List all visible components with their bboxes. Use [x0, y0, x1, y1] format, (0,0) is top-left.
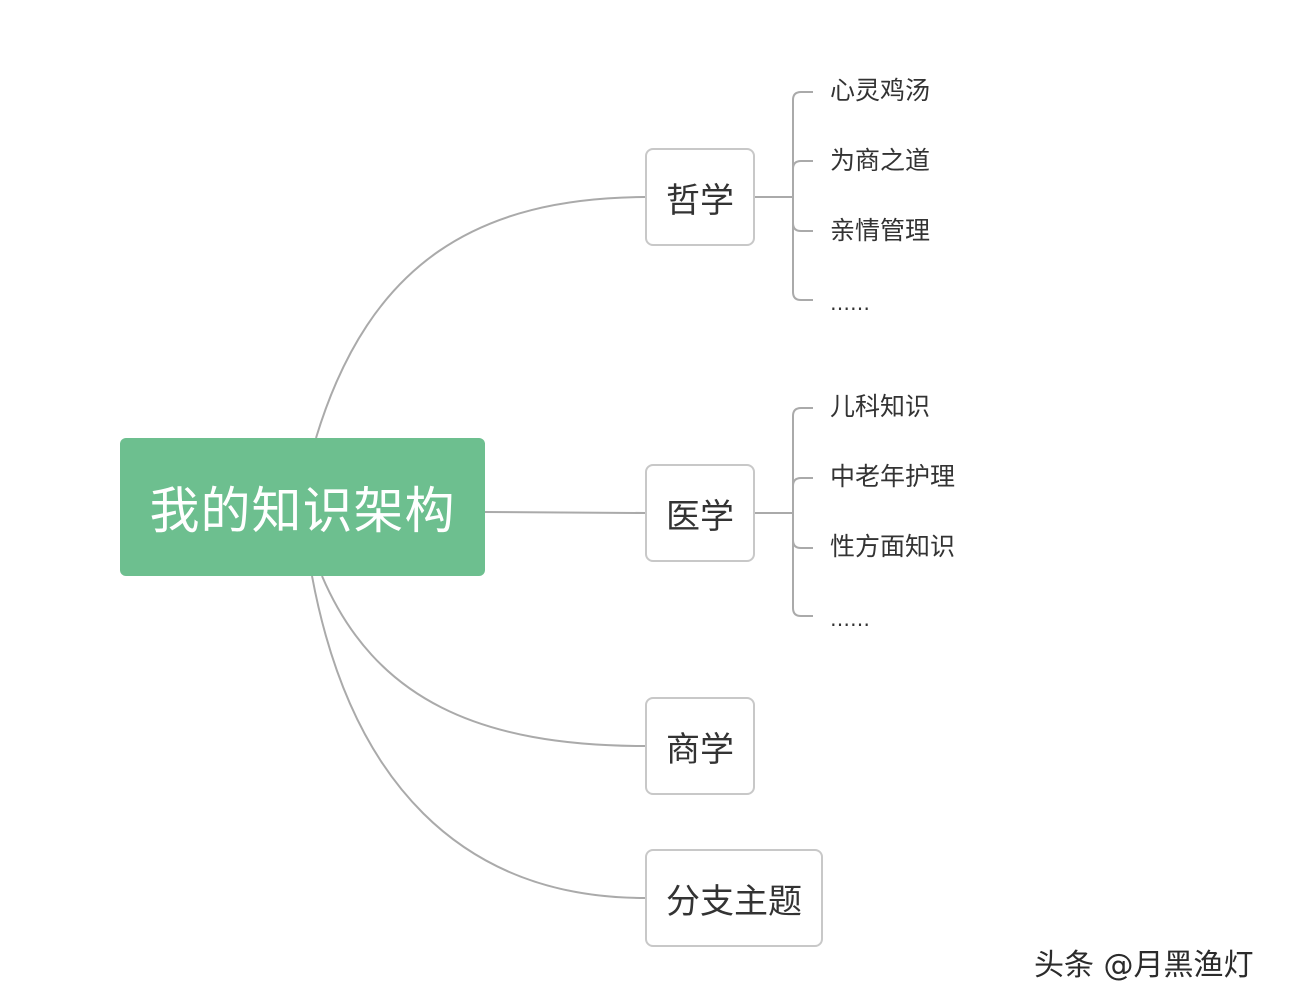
connector-branch-2-tick-2 — [792, 477, 813, 487]
connector-root-branch-2 — [484, 511, 646, 514]
connector-branch-2-tick-3 — [792, 539, 813, 549]
root-topic-label: 我的知识架构 — [149, 482, 456, 540]
branch-topic-medicine[interactable]: 医学 — [645, 464, 755, 562]
branch-topic-philosophy[interactable]: 哲学 — [645, 148, 755, 246]
branch-topic-label: 医学 — [666, 496, 734, 537]
connector-branch-1-tick-3 — [792, 222, 813, 232]
subtopic-item[interactable]: 中老年护理 — [830, 462, 956, 491]
connector-branch-1-bracket — [792, 91, 813, 301]
branch-topic-label: 商学 — [666, 729, 734, 770]
connector-branch-2-bracket — [792, 407, 813, 617]
root-topic[interactable]: 我的知识架构 — [120, 438, 485, 576]
subtopic-item[interactable]: 为商之道 — [830, 146, 931, 175]
connector-root-branch-4 — [311, 575, 646, 899]
branch-topic-label: 分支主题 — [666, 881, 802, 922]
subtopic-item[interactable]: 亲情管理 — [830, 216, 931, 245]
branch-topic-business[interactable]: 商学 — [645, 697, 755, 795]
subtopic-ellipsis[interactable]: …… — [830, 607, 870, 631]
connector-branch-1-tick-2 — [792, 160, 813, 170]
subtopic-item[interactable]: 心灵鸡汤 — [830, 76, 931, 105]
watermark: 头条 @月黑渔灯 — [1034, 948, 1254, 983]
connector-root-branch-1 — [315, 196, 646, 439]
connector-root-branch-3 — [321, 575, 646, 747]
subtopic-item[interactable]: 儿科知识 — [830, 392, 931, 421]
branch-topic-label: 哲学 — [666, 180, 734, 221]
branch-topic-generic[interactable]: 分支主题 — [645, 849, 823, 947]
subtopic-ellipsis[interactable]: …… — [830, 291, 870, 315]
subtopic-item[interactable]: 性方面知识 — [830, 532, 956, 561]
